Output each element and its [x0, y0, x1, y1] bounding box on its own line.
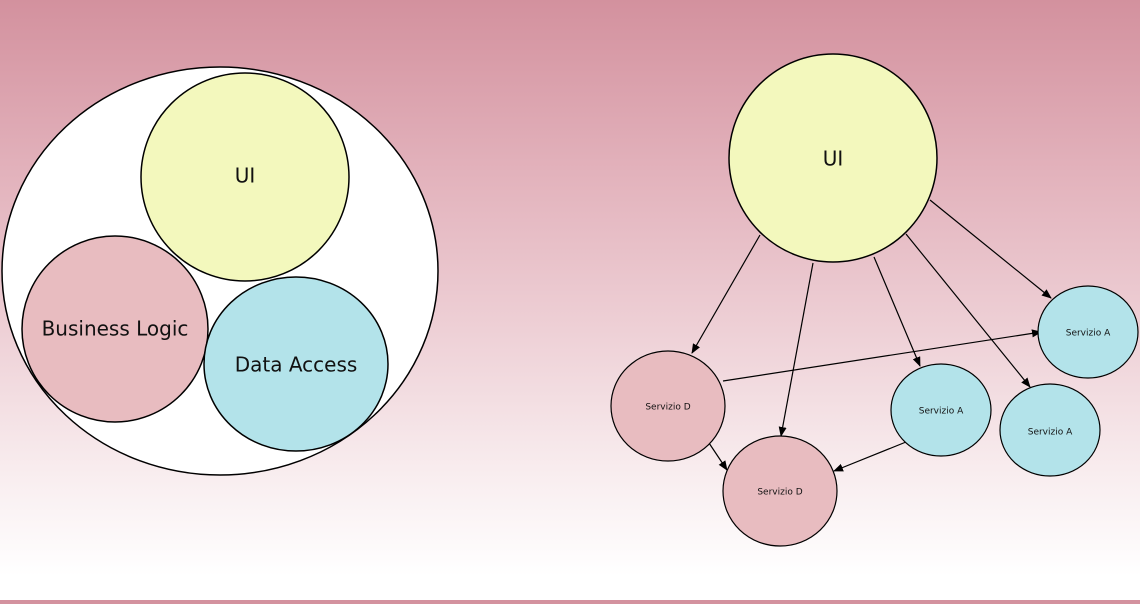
service-a-right-top-label: Servizio A [1066, 329, 1111, 339]
service-a-right-top-node [1037, 285, 1139, 379]
monolith-diagram: UI Business Logic Data Access [1, 66, 439, 476]
arrow-service-a-middle-to-service-d-bottom [833, 441, 907, 472]
arrow-ui-to-service-d-left [691, 234, 761, 354]
arrow-ui-to-service-a-right-top [929, 199, 1052, 299]
monolith-ui-label: UI [235, 164, 256, 188]
monolith-business-logic-label: Business Logic [42, 317, 189, 341]
service-d-bottom-label: Servizio D [757, 488, 802, 498]
arrow-ui-to-service-a-middle [873, 256, 921, 367]
monolith-data-access-circle [203, 276, 389, 452]
microservices-ui-circle [728, 53, 938, 263]
monolith-business-logic-circle [21, 235, 209, 423]
arrow-service-d-left-to-service-a-right-top [722, 329, 1042, 382]
dependency-arrows [691, 199, 1052, 472]
monolith-data-access-label: Data Access [235, 353, 358, 377]
monolith-ui-circle [140, 72, 350, 282]
service-d-bottom-node [722, 435, 838, 547]
service-a-right-bottom-label: Servizio A [1028, 428, 1073, 438]
service-d-left-label: Servizio D [645, 403, 690, 413]
microservices-diagram: UI Servizio D Servizio D Servizio A Serv… [610, 53, 1139, 547]
service-d-left-node [610, 350, 726, 462]
service-a-middle-label: Servizio A [919, 407, 964, 417]
service-a-right-bottom-node [999, 383, 1101, 477]
arrow-service-d-left-to-service-d-bottom [708, 442, 728, 471]
arrow-ui-to-service-d-bottom [778, 262, 814, 437]
service-a-middle-node [890, 363, 992, 457]
arrow-ui-to-service-a-right-bottom [905, 233, 1031, 388]
microservices-ui-label: UI [823, 147, 844, 171]
